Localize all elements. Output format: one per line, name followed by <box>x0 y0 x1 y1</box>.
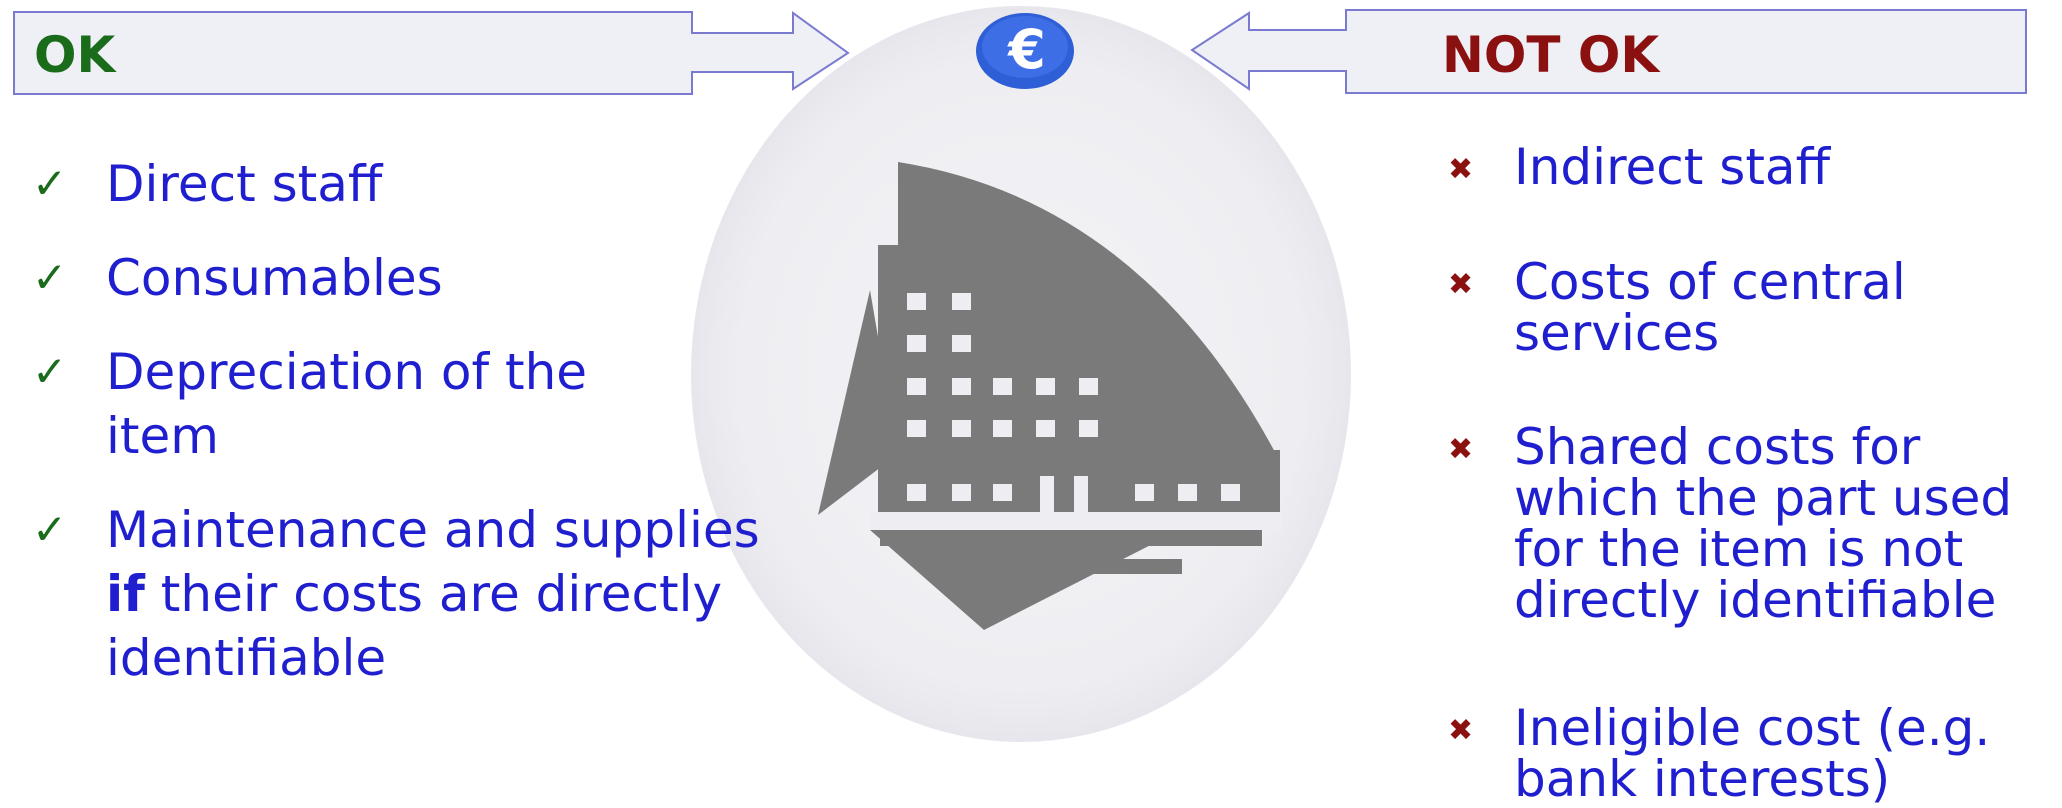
ok-item-text-before: Maintenance and supplies <box>106 501 760 559</box>
euro-symbol: € <box>1006 18 1046 81</box>
not-ok-item-text: Costs of central services <box>1514 253 1906 362</box>
ok-list-item: ✓ Consumables <box>28 246 728 310</box>
ok-item-text: Direct staff <box>106 155 383 213</box>
ok-list-item: ✓ Depreciation of the item <box>28 340 666 468</box>
not-ok-list-item: ✖ Shared costs for which the part used f… <box>1448 422 2062 626</box>
cross-icon: ✖ <box>1448 432 1474 467</box>
not-ok-list-item: ✖ Ineligible cost (e.g. bank interests) <box>1448 703 2062 805</box>
ok-list-item: ✓ Direct staff <box>28 152 728 216</box>
not-ok-item-text: Ineligible cost (e.g. bank interests) <box>1514 699 1991 808</box>
cross-icon: ✖ <box>1448 152 1474 187</box>
check-icon: ✓ <box>32 253 68 302</box>
not-ok-heading: NOT OK <box>1442 26 1660 84</box>
not-ok-list-item: ✖ Costs of central services <box>1448 257 1944 359</box>
not-ok-item-text: Shared costs for which the part used for… <box>1514 418 2013 629</box>
ok-item-text-bold: if <box>106 565 145 623</box>
building-icon <box>818 162 1282 630</box>
euro-coin-icon: € <box>976 13 1074 89</box>
check-icon: ✓ <box>32 505 68 554</box>
not-ok-list: ✖ Indirect staff ✖ Costs of central serv… <box>1448 142 2062 805</box>
not-ok-list-item: ✖ Indirect staff <box>1448 142 2062 193</box>
ok-list: ✓ Direct staff ✓ Consumables ✓ Depreciat… <box>28 152 760 720</box>
check-icon: ✓ <box>32 159 68 208</box>
ok-heading: OK <box>34 26 116 84</box>
check-icon: ✓ <box>32 347 68 396</box>
ok-item-text: Consumables <box>106 249 443 307</box>
ok-item-text: Depreciation of the item <box>106 343 588 465</box>
cross-icon: ✖ <box>1448 713 1474 748</box>
ok-item-text-after: their costs are directly identifiable <box>106 565 723 687</box>
ok-list-item: ✓ Maintenance and supplies if their cost… <box>28 498 766 690</box>
not-ok-arrow <box>1190 9 2027 94</box>
ok-arrow <box>13 11 850 95</box>
not-ok-item-text: Indirect staff <box>1514 138 1831 196</box>
cross-icon: ✖ <box>1448 267 1474 302</box>
